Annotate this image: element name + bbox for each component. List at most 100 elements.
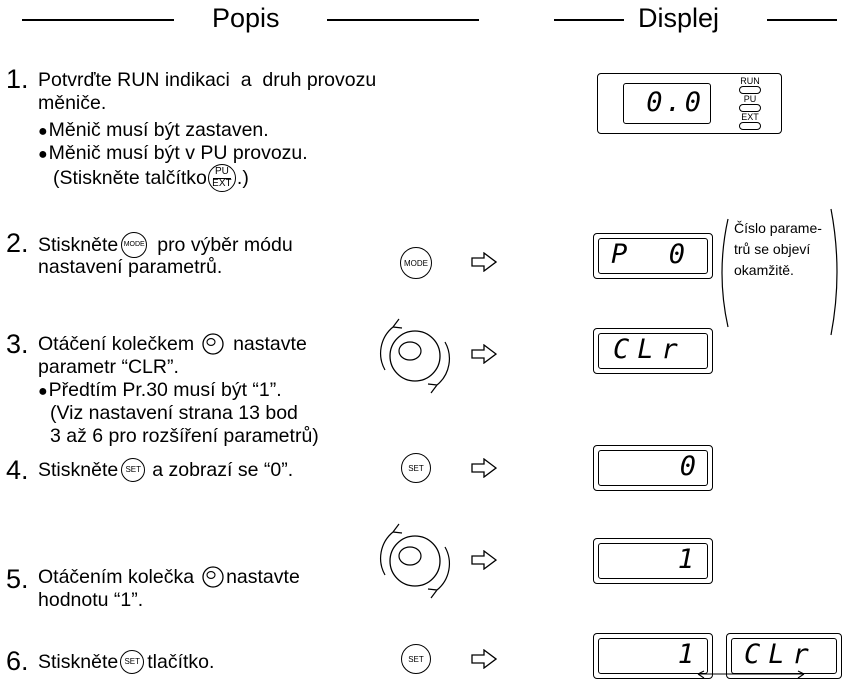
- step-2-number: 2.: [6, 228, 29, 258]
- dial-icon-5: [202, 566, 224, 588]
- step-3-sub-1: (Viz nastavení strana 13 bod: [50, 402, 298, 424]
- step-2-line1-b: pro výběr módu: [157, 234, 293, 256]
- mode-button-icon-label: MODE: [123, 241, 145, 248]
- display-2-value: P 0: [611, 239, 689, 270]
- note-line-3: okamžitě.: [734, 262, 794, 278]
- ext-label: EXT: [212, 178, 232, 189]
- run-indicator: RUN: [738, 76, 762, 94]
- step-6-number: 6.: [6, 646, 29, 676]
- step-1-bullet-2: Měnič musí být v PU provozu.: [38, 142, 308, 166]
- set-button-6: SET: [401, 644, 431, 674]
- step-3-line1-a: Otáčení kolečkem: [38, 333, 195, 355]
- display-3: CLr: [593, 328, 713, 374]
- step-1-bullet-2-text: Měnič musí být v PU provozu.: [48, 142, 308, 164]
- run-indicator-label: RUN: [740, 76, 760, 86]
- header-rule-left-b: [327, 19, 479, 21]
- pu-label: PU: [214, 166, 229, 177]
- dial-icon: [202, 333, 224, 355]
- set-button-6-label: SET: [408, 654, 424, 664]
- step-1-line2: měniče.: [38, 92, 107, 114]
- display-2-window: P 0: [598, 238, 708, 274]
- display-4: 0: [593, 445, 713, 491]
- ext-indicator: EXT: [738, 112, 762, 130]
- display-2: P 0: [593, 233, 713, 279]
- step-1-line1: Potvrďte RUN indikaci a druh provozu: [38, 69, 377, 91]
- set-button-icon-4: SET: [121, 458, 146, 482]
- set-button-icon-4-label: SET: [125, 465, 141, 474]
- step-3-line1: Otáčení kolečkem nastavte: [38, 333, 307, 355]
- note-text: Číslo parame- trů se objeví okamžitě.: [734, 218, 822, 281]
- step-3-number: 3.: [6, 329, 29, 359]
- step-3-sub-2: 3 až 6 pro rozšíření parametrů): [50, 425, 319, 447]
- display-5-value: 1: [677, 544, 697, 575]
- set-button-4-label: SET: [408, 463, 424, 473]
- display-6a-window: 1: [598, 638, 708, 674]
- step-5-line1-b: nastavte: [226, 566, 300, 588]
- step-3-bullet-1: Předtím Pr.30 musí být “1”.: [38, 379, 282, 403]
- step-4-line1-a: Stiskněte: [38, 459, 119, 481]
- step-6-line1-b: tlačítko.: [147, 651, 215, 673]
- step-1-paren-a: (Stiskněte talčítko: [53, 167, 207, 189]
- arrow-icon-4: [471, 458, 497, 478]
- display-5: 1: [593, 538, 713, 584]
- mode-button-label: MODE: [404, 258, 428, 268]
- display-6a-value: 1: [677, 639, 697, 670]
- note-paren-left: [721, 218, 729, 328]
- step-5-line2: hodnotu “1”.: [38, 589, 144, 611]
- display-5-window: 1: [598, 543, 708, 579]
- pu-indicator: PU: [738, 94, 762, 112]
- step-5-line1-a: Otáčením kolečka: [38, 566, 195, 588]
- step-6-line1: Stiskněte SET tlačítko.: [38, 650, 214, 674]
- pu-indicator-label: PU: [743, 94, 757, 104]
- header-rule-right-b: [767, 19, 837, 21]
- header-rule-left-a: [22, 19, 174, 21]
- ext-indicator-label: EXT: [741, 112, 759, 122]
- pu-ext-button-icon: PU EXT: [207, 164, 236, 192]
- mode-button: MODE: [400, 247, 432, 279]
- display-1-window: 0.0: [623, 83, 711, 124]
- setting-dial-3: [380, 318, 450, 394]
- display-3-value: CLr: [613, 334, 686, 365]
- set-button-icon-6: SET: [120, 650, 145, 674]
- step-2-line2: nastavení parametrů.: [38, 256, 223, 278]
- arrow-icon-5: [471, 550, 497, 570]
- display-4-window: 0: [598, 450, 708, 486]
- step-1-bullet-1-text: Měnič musí být zastaven.: [48, 119, 269, 141]
- display-6b: CLr: [726, 633, 842, 679]
- step-6-line1-a: Stiskněte: [38, 651, 119, 673]
- note-line-1: Číslo parame-: [734, 220, 822, 236]
- display-6a: 1: [593, 633, 713, 679]
- step-1-number: 1.: [6, 64, 29, 94]
- arrow-icon-3: [471, 344, 497, 364]
- display-1-value: 0.0: [646, 87, 704, 118]
- step-1-paren: (Stiskněte talčítko PU EXT .): [53, 164, 249, 192]
- step-5-line1: Otáčením kolečka nastavte: [38, 566, 300, 588]
- pu-ext-divider: [212, 178, 231, 179]
- step-1-bullet-1: Měnič musí být zastaven.: [38, 119, 269, 143]
- step-3-line2: parametr “CLR”.: [38, 356, 179, 378]
- step-3-bullet-1-text: Předtím Pr.30 musí být “1”.: [48, 379, 282, 401]
- step-2-line1-a: Stiskněte: [38, 234, 119, 256]
- blink-arrow-icon: [697, 670, 805, 679]
- setting-dial-5: [380, 523, 450, 599]
- step-2-line1: Stiskněte MODE pro výběr módu: [38, 232, 293, 258]
- run-indicator-led: [739, 86, 761, 94]
- step-3-line1-b: nastavte: [233, 333, 307, 355]
- step-1-paren-b: .): [236, 167, 249, 189]
- display-4-value: 0: [679, 451, 699, 482]
- header-rule-right-a: [554, 19, 624, 21]
- header-title-popis: Popis: [212, 3, 280, 33]
- note-line-2: trů se objeví: [734, 241, 811, 257]
- step-5-number: 5.: [6, 564, 29, 594]
- pu-indicator-led: [739, 104, 761, 112]
- set-button-4: SET: [401, 453, 431, 483]
- header-title-displej: Displej: [638, 3, 720, 33]
- note-paren-right: [830, 208, 838, 336]
- step-4-line1: Stiskněte SET a zobrazí se “0”.: [38, 458, 293, 482]
- step-4-line1-b: a zobrazí se “0”.: [152, 459, 294, 481]
- display-1: 0.0 RUN PU EXT: [597, 73, 782, 134]
- mode-button-icon: MODE: [121, 232, 148, 258]
- set-button-icon-6-label: SET: [124, 657, 140, 666]
- arrow-icon-6: [471, 649, 497, 669]
- display-6b-window: CLr: [731, 638, 837, 674]
